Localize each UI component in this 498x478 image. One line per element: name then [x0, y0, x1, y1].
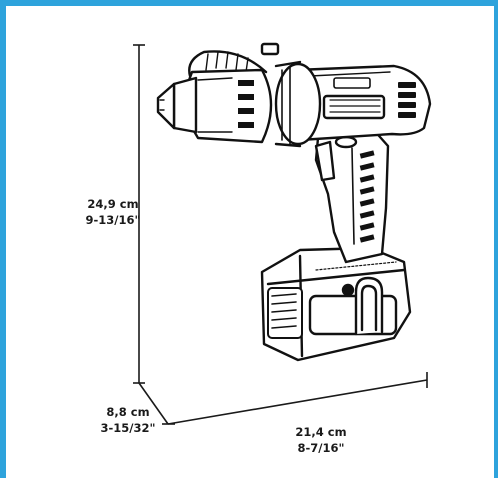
height-metric: 24,9 cm [87, 197, 139, 211]
vent-slots [398, 82, 416, 118]
trigger [314, 140, 336, 182]
grip-texture [359, 150, 375, 243]
width-dimension-line [167, 379, 428, 425]
depth-metric: 8,8 cm [106, 405, 150, 419]
drill-chuck [156, 68, 273, 144]
depth-label: 8,8 cm 3-15/32" [80, 404, 176, 436]
height-label: 24,9 cm 9-13/16" [72, 196, 154, 228]
width-imperial: 8-7/16" [297, 441, 345, 455]
cordless-drill-with-battery-icon [156, 42, 432, 362]
motor-housing [294, 64, 432, 142]
dimension-lines [133, 44, 428, 425]
height-imperial: 9-13/16" [85, 213, 141, 227]
chuck-grip [238, 80, 254, 128]
battery-pack [260, 246, 412, 362]
depth-imperial: 3-15/32" [100, 421, 156, 435]
clutch-collar [188, 42, 322, 148]
depth-dimension-line [138, 382, 169, 425]
width-metric: 21,4 cm [295, 425, 347, 439]
width-label: 21,4 cm 8-7/16" [276, 424, 366, 456]
collar-ridges [205, 51, 249, 73]
drill-handle [314, 126, 390, 264]
